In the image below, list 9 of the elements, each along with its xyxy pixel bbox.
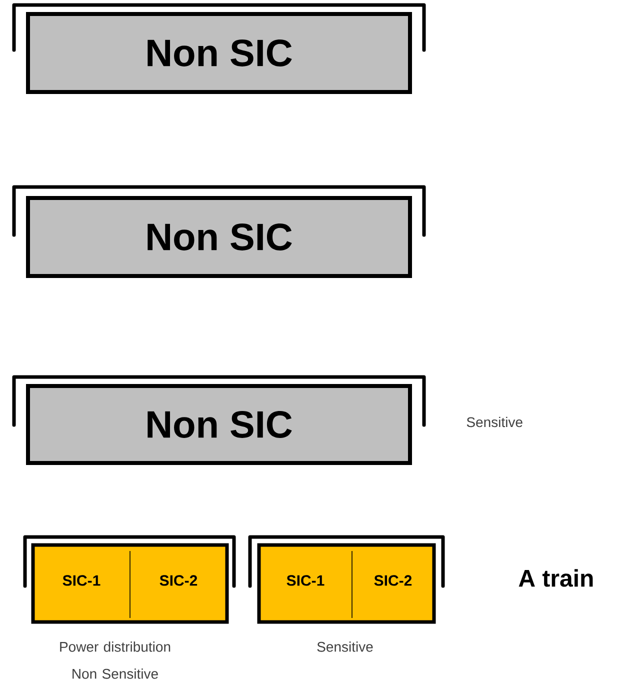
- component-box: Non SIC: [26, 12, 412, 94]
- component-box: Non SIC: [26, 196, 412, 278]
- caption-text: Power distribution Non Sensitive: [60, 642, 170, 679]
- title-text: A train: [518, 569, 593, 587]
- module-box: SIC-1 SIC-2: [257, 543, 436, 624]
- component-box: Non SIC: [26, 384, 412, 465]
- module-box: SIC-1 SIC-2: [31, 543, 229, 624]
- caption-text: Sensitive: [317, 642, 373, 652]
- side-label: Sensitive: [466, 416, 522, 428]
